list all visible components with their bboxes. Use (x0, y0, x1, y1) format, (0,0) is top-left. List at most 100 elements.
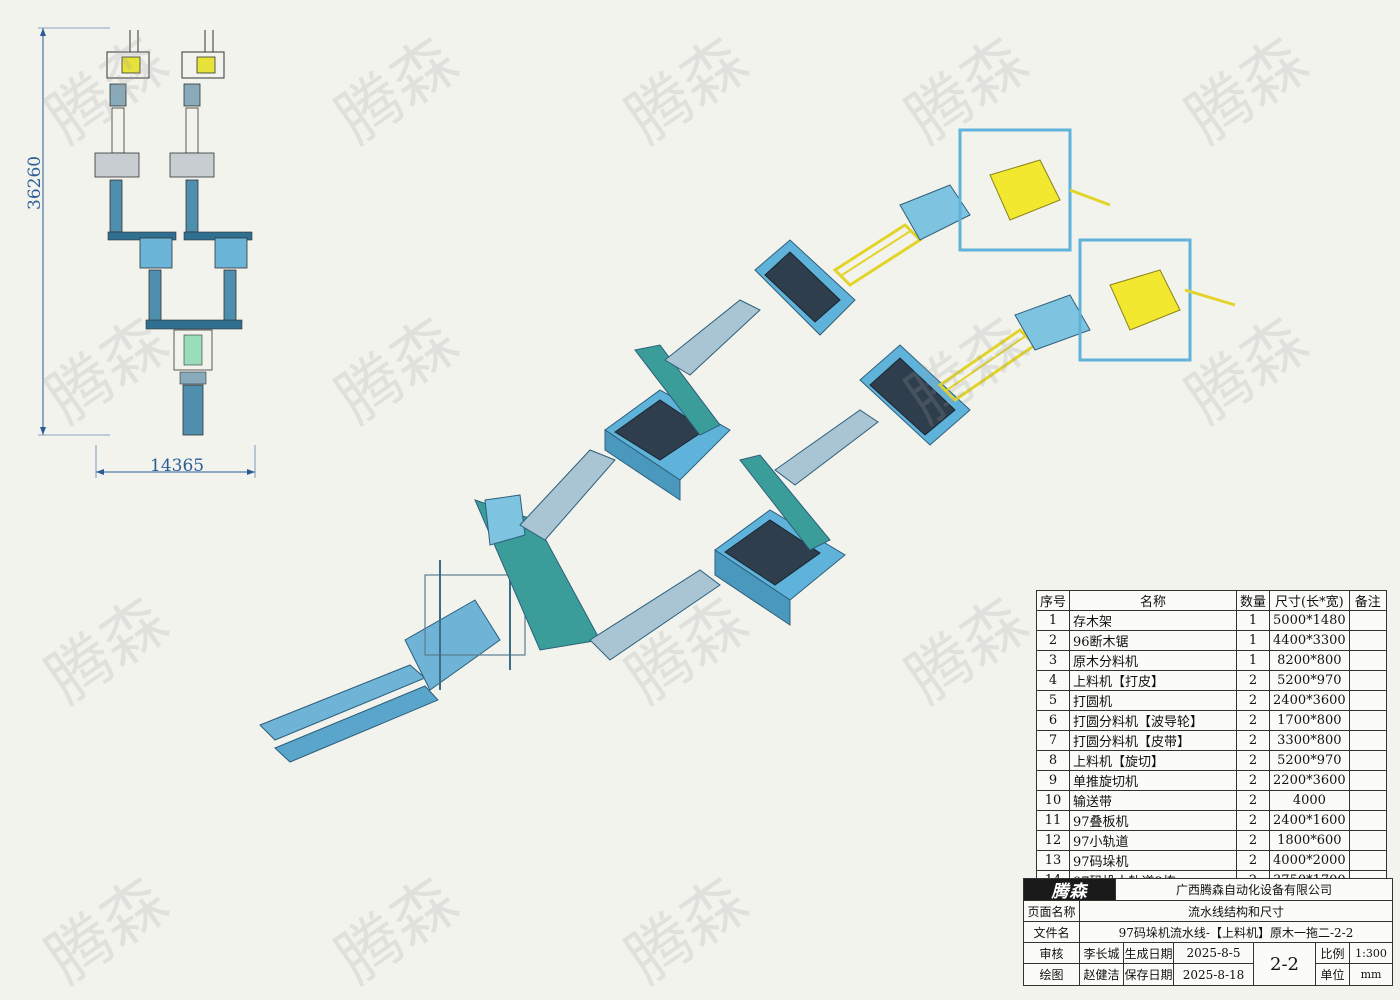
table-cell: 原木分料机 (1069, 650, 1238, 671)
table-cell: 7 (1035, 730, 1071, 751)
table-cell: 打圆分料机【波导轮】 (1069, 710, 1238, 731)
table-cell: 1 (1236, 650, 1271, 671)
file-name-value: 97码垛机流水线-【上料机】原木一拖二-2-2 (1080, 922, 1392, 943)
table-cell (1348, 690, 1387, 711)
table-cell: 1 (1236, 610, 1271, 631)
table-cell: 2 (1236, 810, 1271, 831)
table-cell: 97小轨道 (1069, 830, 1238, 851)
company-name: 广西腾森自动化设备有限公司 (1116, 879, 1392, 901)
table-cell: 2400*1600 (1269, 810, 1350, 831)
save-date-label: 保存日期 (1124, 964, 1174, 985)
table-cell (1348, 830, 1387, 851)
table-cell: 1800*600 (1269, 830, 1350, 851)
table-cell: 2200*3600 (1269, 770, 1350, 791)
unit-value: mm (1360, 968, 1382, 981)
table-cell: 2 (1236, 850, 1271, 871)
table-cell: 8200*800 (1269, 650, 1350, 671)
table-cell (1348, 650, 1387, 671)
table-cell: 2400*3600 (1269, 690, 1350, 711)
drawer-name: 赵健洁 (1080, 964, 1124, 985)
company-logo: 腾森 (1024, 879, 1116, 902)
table-cell: 5200*970 (1269, 670, 1350, 691)
table-cell: 打圆分料机【皮带】 (1069, 730, 1238, 751)
table-cell: 97码垛机 (1069, 850, 1238, 871)
reviewer-name: 李长城 (1080, 943, 1124, 964)
title-block: 腾森 广西腾森自动化设备有限公司 页面名称 流水线结构和尺寸 文件名 97码垛机… (1023, 878, 1393, 986)
scale-value: 1:300 (1350, 943, 1392, 964)
table-cell: 打圆机 (1069, 690, 1238, 711)
table-cell: 2 (1236, 670, 1271, 691)
table-cell (1348, 770, 1387, 791)
table-cell: 2 (1236, 730, 1271, 751)
table-cell: 1 (1035, 610, 1071, 631)
header-cell: 序号 (1035, 590, 1071, 611)
unit-label: 单位 (1316, 964, 1350, 985)
table-cell: 存木架 (1069, 610, 1238, 631)
header-cell: 数量 (1236, 590, 1271, 611)
table-cell: 11 (1035, 810, 1071, 831)
table-cell: 1700*800 (1269, 710, 1350, 731)
header-cell: 名称 (1069, 590, 1238, 611)
scale-label: 比例 (1316, 943, 1350, 964)
table-cell: 上料机【打皮】 (1069, 670, 1238, 691)
table-cell: 12 (1035, 830, 1071, 851)
table-cell: 2 (1236, 830, 1271, 851)
table-cell (1348, 670, 1387, 691)
table-cell (1348, 750, 1387, 771)
table-cell: 4400*3300 (1269, 630, 1350, 651)
table-cell: 5200*970 (1269, 750, 1350, 771)
table-cell: 4 (1035, 670, 1071, 691)
table-cell: 2 (1035, 630, 1071, 651)
page-name-value: 流水线结构和尺寸 (1080, 901, 1392, 922)
gen-date-label: 生成日期 (1124, 943, 1174, 964)
page-name-label: 页面名称 (1024, 901, 1080, 922)
table-cell (1348, 790, 1387, 811)
table-cell: 13 (1035, 850, 1071, 871)
save-date-value: 2025-8-18 (1174, 964, 1254, 985)
table-cell: 4000*2000 (1269, 850, 1350, 871)
header-cell: 备注 (1348, 590, 1387, 611)
file-name-label: 文件名 (1024, 922, 1080, 943)
table-cell: 2 (1236, 710, 1271, 731)
table-cell: 2 (1236, 690, 1271, 711)
table-cell: 5000*1480 (1269, 610, 1350, 631)
table-cell: 输送带 (1069, 790, 1238, 811)
table-cell: 4000 (1269, 790, 1350, 811)
table-cell: 3 (1035, 650, 1071, 671)
table-cell: 8 (1035, 750, 1071, 771)
table-cell (1348, 710, 1387, 731)
table-cell (1348, 850, 1387, 871)
table-cell: 1 (1236, 630, 1271, 651)
height-dimension: 36260 (25, 155, 45, 210)
width-dimension: 14365 (150, 456, 205, 476)
table-cell (1348, 730, 1387, 751)
table-cell (1348, 630, 1387, 651)
table-cell: 单推旋切机 (1069, 770, 1238, 791)
table-cell: 5 (1035, 690, 1071, 711)
header-cell: 尺寸(长*宽) (1269, 590, 1350, 611)
table-cell (1348, 810, 1387, 831)
plan-view (38, 27, 256, 478)
table-cell: 2 (1236, 790, 1271, 811)
table-cell: 96断木锯 (1069, 630, 1238, 651)
draw-label: 绘图 (1024, 964, 1080, 985)
parts-table-header: 序号 名称 数量 尺寸(长*宽) 备注 (1035, 590, 1387, 611)
table-cell: 10 (1035, 790, 1071, 811)
isometric-view (259, 128, 1236, 763)
sheet-number: 2-2 (1254, 943, 1316, 985)
table-cell: 上料机【旋切】 (1069, 750, 1238, 771)
